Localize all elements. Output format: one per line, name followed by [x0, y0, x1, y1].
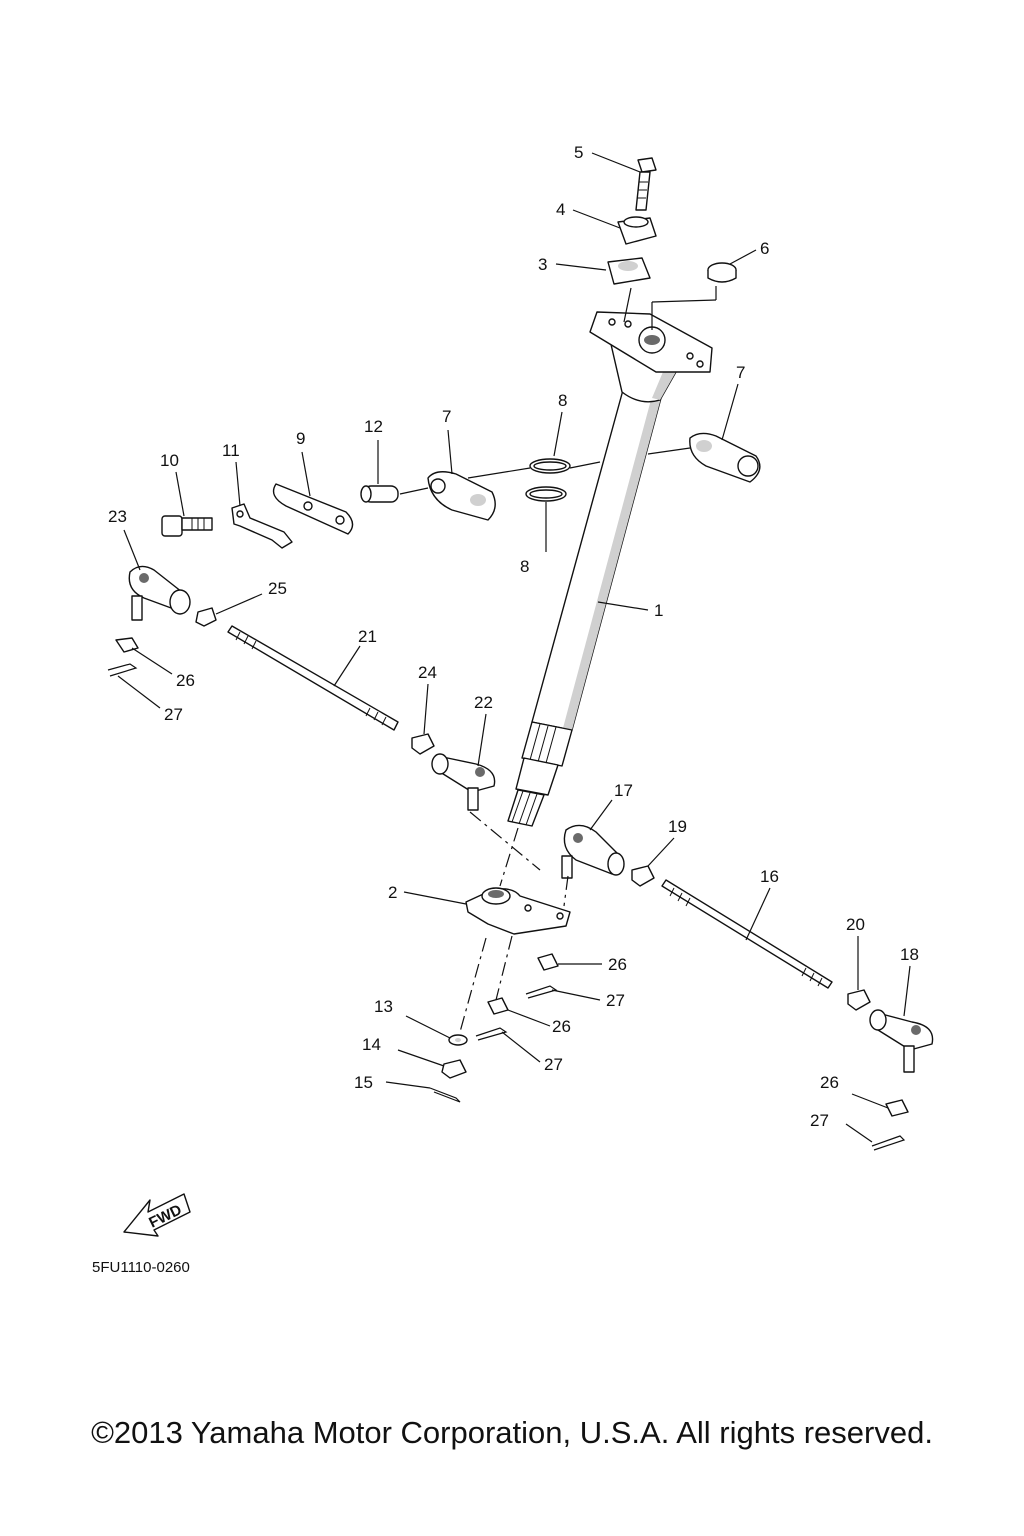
copyright-notice: ©2013 Yamaha Motor Corporation, U.S.A. A…: [91, 1415, 933, 1450]
callout-27-arm: 27: [606, 991, 625, 1010]
callout-1: 1: [654, 601, 663, 620]
assembly-lines: [399, 286, 717, 1033]
callout-7-left: 7: [442, 407, 451, 426]
callout-26-left: 26: [176, 671, 195, 690]
tie-rod-end-left-part: [128, 565, 191, 621]
callout-26-mid: 26: [552, 1017, 571, 1036]
callout-24: 24: [418, 663, 437, 682]
tie-rod-right-part: [661, 879, 833, 989]
cotter-pin-27-left-part: [107, 663, 138, 677]
callout-14: 14: [362, 1035, 381, 1054]
callout-labels: 5 4 3 6 7 8 8 1 7 12 9 11 10 23 25 26 27…: [108, 143, 919, 1130]
callout-27-left: 27: [164, 705, 183, 724]
callout-3: 3: [538, 255, 547, 274]
nut-14-part: [441, 1059, 467, 1079]
callout-17: 17: [614, 781, 633, 800]
callout-23: 23: [108, 507, 127, 526]
nut-19-part: [631, 865, 655, 887]
right-bushing-holder-part: [689, 432, 761, 483]
nut-24-part: [411, 733, 435, 755]
left-bushing-holder-part: [427, 471, 496, 521]
callout-26-right: 26: [820, 1073, 839, 1092]
upper-handlebar-holder-part: [617, 216, 657, 245]
handlebar-holder-bolt-part: [635, 157, 657, 211]
callout-8-lower: 8: [520, 557, 529, 576]
lock-washer-part: [231, 503, 293, 549]
lower-handlebar-holder-part: [607, 257, 651, 285]
collar-part: [360, 485, 399, 503]
tie-rod-end-18-part: [869, 1009, 934, 1073]
callout-21: 21: [358, 627, 377, 646]
callout-2: 2: [388, 883, 397, 902]
callout-27-right: 27: [810, 1111, 829, 1130]
callout-26-arm: 26: [608, 955, 627, 974]
cotter-pin-15-part: [429, 1087, 461, 1103]
cotter-pin-27-mid-part: [475, 1027, 508, 1041]
callout-13: 13: [374, 997, 393, 1016]
cotter-pin-27-right-part: [871, 1135, 906, 1151]
nut-20-part: [847, 989, 871, 1011]
cap-part: [707, 262, 737, 283]
tie-rod-end-17-part: [561, 824, 625, 879]
steering-plate-part: [272, 483, 354, 535]
callout-12: 12: [364, 417, 383, 436]
callout-22: 22: [474, 693, 493, 712]
callout-18: 18: [900, 945, 919, 964]
nut-25-part: [195, 607, 217, 627]
callout-7-right: 7: [736, 363, 745, 382]
callout-9: 9: [296, 429, 305, 448]
callout-6: 6: [760, 239, 769, 258]
callout-27-mid: 27: [544, 1055, 563, 1074]
callout-8-upper: 8: [558, 391, 567, 410]
callout-16: 16: [760, 867, 779, 886]
forward-arrow-icon: FWD: [123, 1193, 191, 1237]
nut-26-right-part: [885, 1099, 909, 1117]
circlip-lower-part: [525, 486, 567, 502]
callout-15: 15: [354, 1073, 373, 1092]
tie-rod-left-part: [227, 625, 399, 731]
steering-arm-part: [465, 887, 571, 935]
cotter-pin-27-arm-part: [525, 985, 558, 999]
tie-rod-end-22-part: [431, 753, 496, 811]
circlip-upper-part: [529, 458, 571, 474]
callout-19: 19: [668, 817, 687, 836]
callout-20: 20: [846, 915, 865, 934]
steering-shaft-part: [507, 311, 713, 827]
callout-10: 10: [160, 451, 179, 470]
callout-25: 25: [268, 579, 287, 598]
callout-leaders: [117, 152, 911, 1143]
callout-5: 5: [574, 143, 583, 162]
callout-11: 11: [222, 441, 240, 460]
callout-4: 4: [556, 200, 565, 219]
nut-26-arm-part: [537, 953, 559, 971]
bolt-part: [161, 515, 213, 537]
washer-13-part: [448, 1034, 468, 1046]
diagram-code: 5FU1110-0260: [92, 1259, 190, 1276]
nut-26-mid-part: [487, 997, 509, 1015]
